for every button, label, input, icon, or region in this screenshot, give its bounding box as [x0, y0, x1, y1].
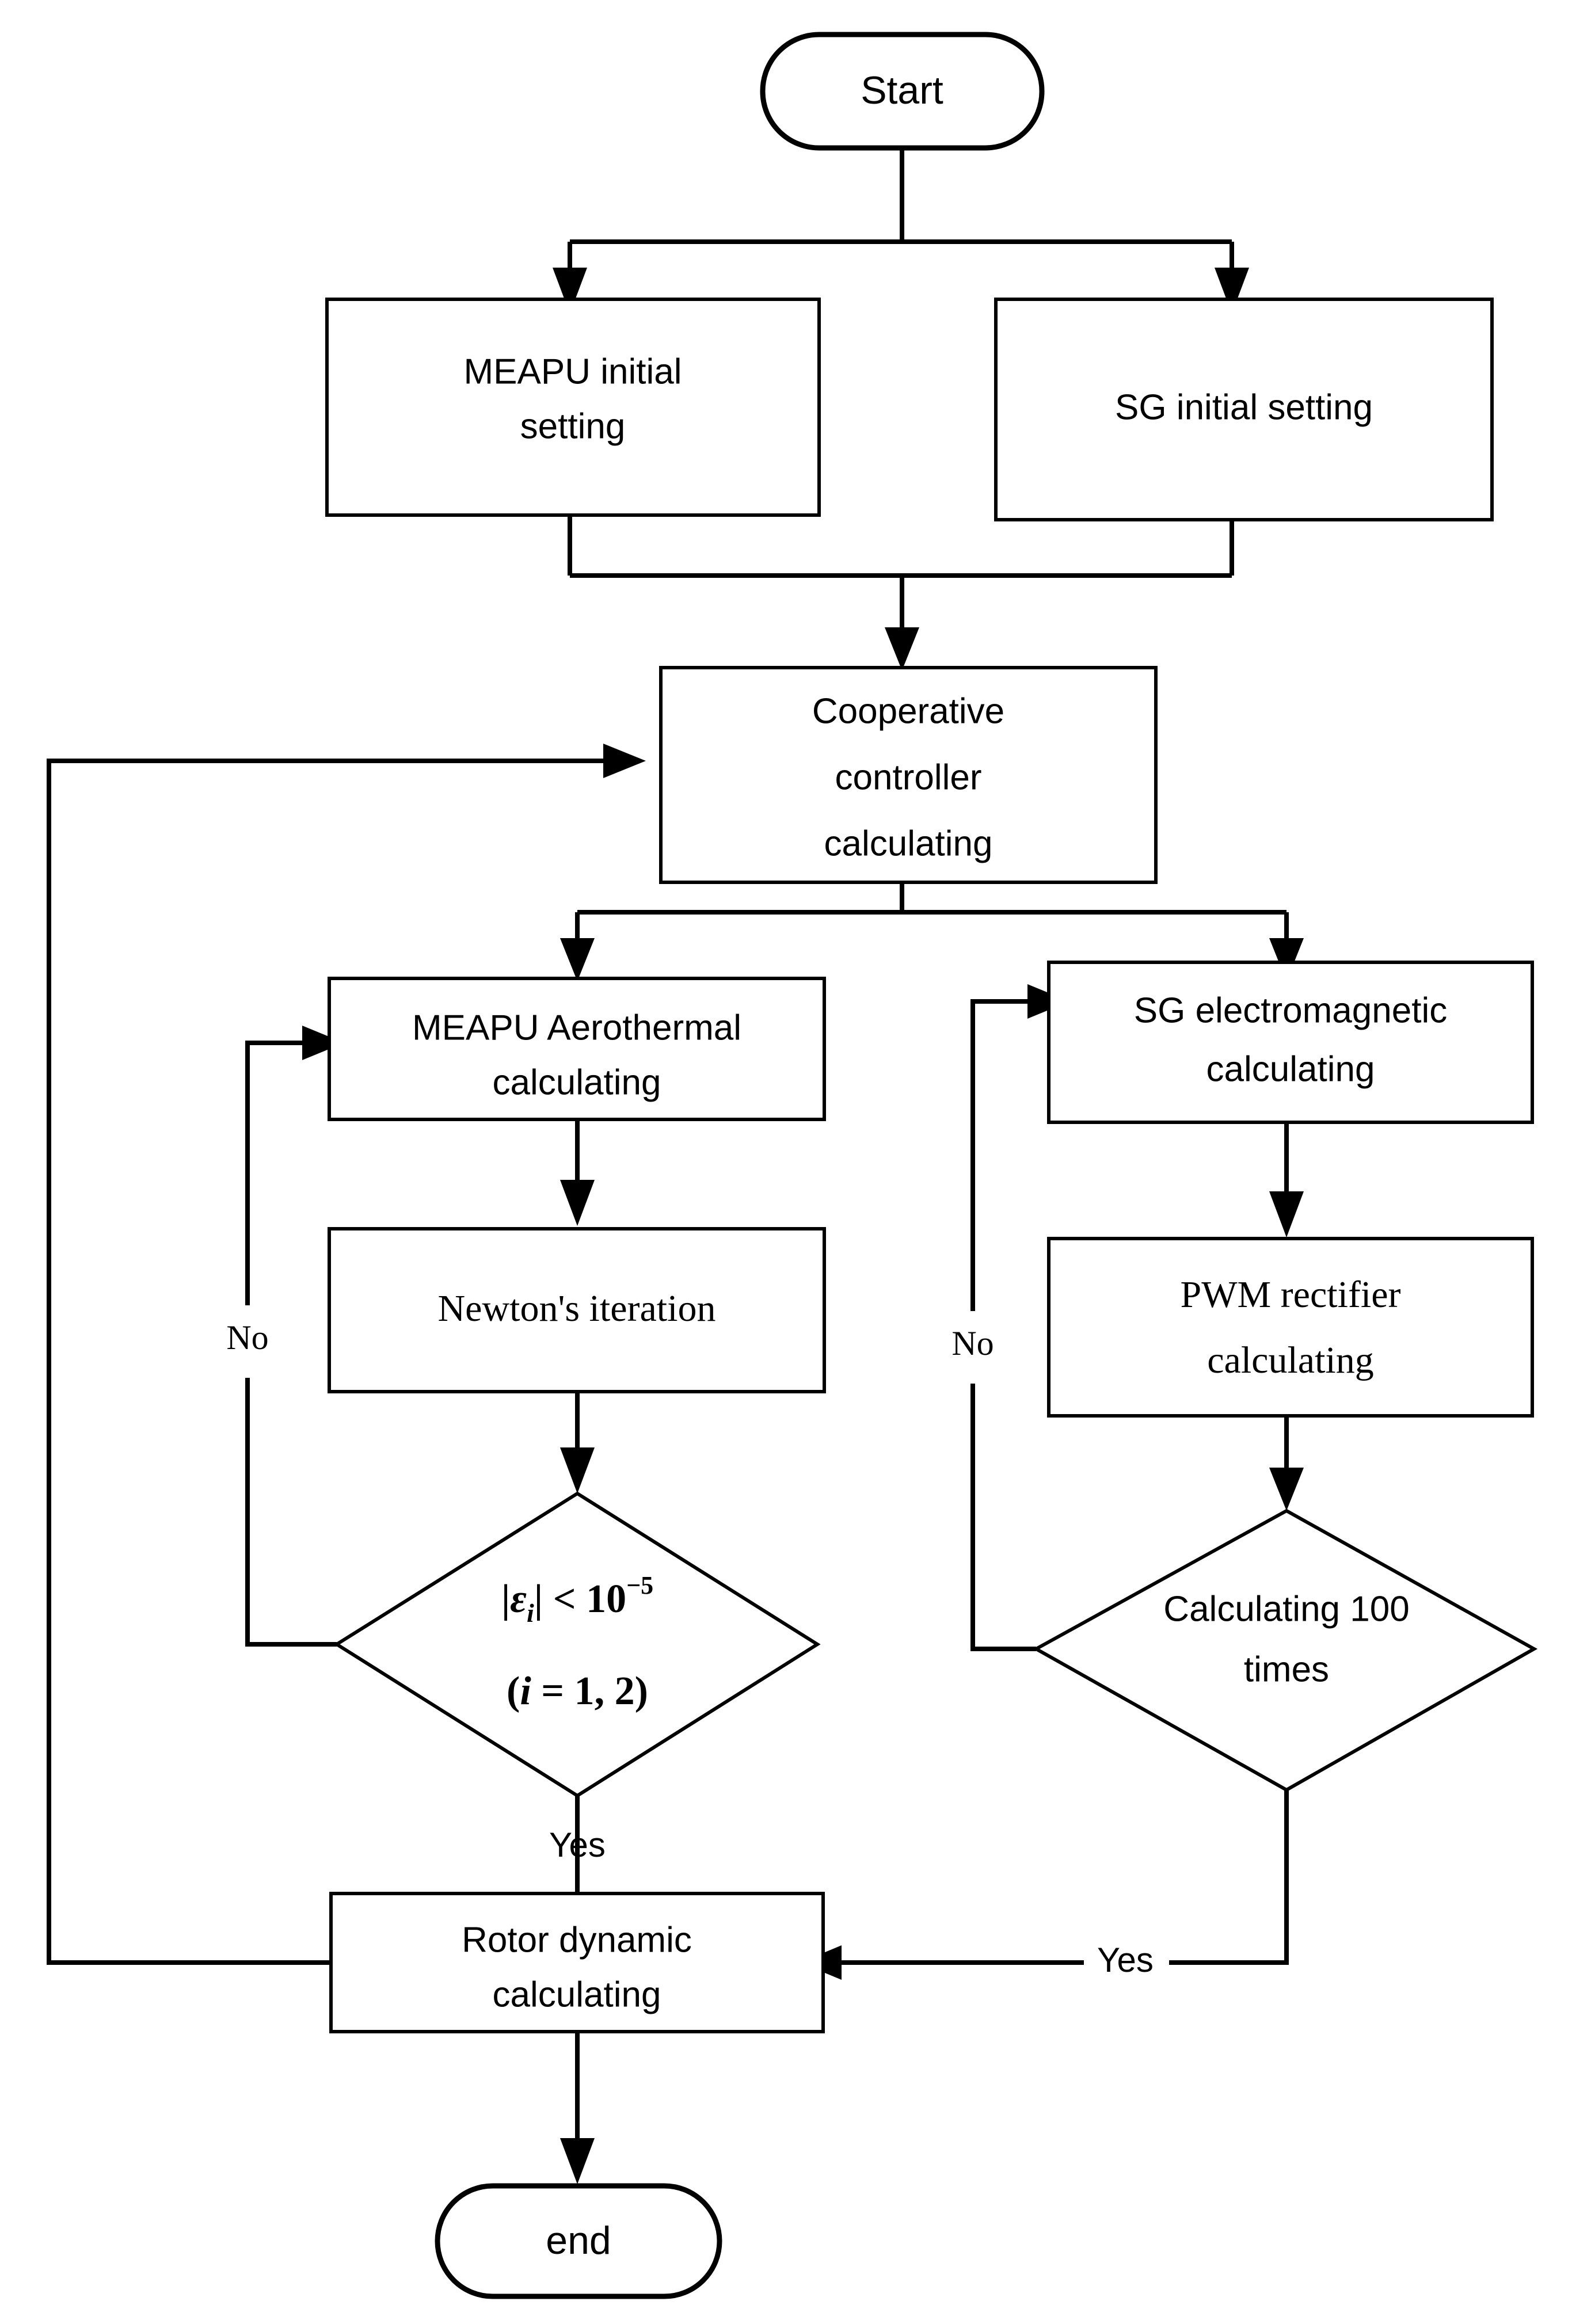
node-sg-initial-setting-label: SG initial setting: [1115, 387, 1373, 427]
node-cooperative-controller-line3: calculating: [824, 824, 993, 863]
paren-open: (: [507, 1669, 520, 1713]
node-start-label: Start: [861, 68, 943, 112]
node-meapu-aerothermal[interactable]: [328, 977, 826, 1121]
abs-bar-close: |: [534, 1577, 543, 1621]
arrowhead-to-newton: [560, 1180, 595, 1226]
index-values: = 1, 2: [531, 1669, 635, 1713]
node-layer: Start MEAPU initial setting SG initial s…: [325, 32, 1538, 2299]
edge-rotor-feedback-loop: [47, 759, 604, 1965]
edge-label-epsilon-no-top: No: [226, 1319, 268, 1357]
node-count-decision[interactable]: [1032, 1508, 1538, 1792]
arrowhead-to-count: [1269, 1468, 1304, 1511]
node-newtons-iteration-label: Newton's iteration: [438, 1287, 716, 1329]
edge-label-count-yes-top: Yes: [1097, 1941, 1154, 1979]
edge-label-count-no-top: No: [951, 1324, 994, 1362]
node-meapu-aerothermal-line2: calculating: [493, 1062, 661, 1102]
node-cooperative-controller-line1: Cooperative: [812, 691, 1004, 731]
arrowhead-to-sg-em: [1269, 938, 1304, 981]
arrowhead-feedback-to-coop: [603, 744, 646, 778]
node-end[interactable]: [435, 2183, 722, 2299]
arrowhead-to-sg-init: [1215, 268, 1249, 314]
mask-count-no: [946, 1311, 1001, 1384]
exponent: −5: [626, 1571, 653, 1599]
abs-bar-open: |: [501, 1577, 510, 1621]
mask-eps-no: [220, 1305, 276, 1378]
arrowhead-to-coop: [885, 627, 919, 670]
less-than-ten: < 10: [543, 1577, 626, 1621]
node-start[interactable]: [760, 32, 1045, 151]
edge-label-epsilon-yes: Yes: [549, 1826, 606, 1864]
node-pwm-rectifier[interactable]: [1047, 1237, 1534, 1418]
node-rotor-dynamic-line1: Rotor dynamic: [462, 1920, 692, 1960]
node-sg-electromagnetic[interactable]: [1047, 961, 1534, 1124]
node-meapu-aerothermal-line1: MEAPU Aerothermal: [412, 1008, 741, 1047]
paren-close: ): [635, 1669, 648, 1713]
index-var: i: [520, 1669, 531, 1713]
node-meapu-initial-setting[interactable]: [325, 298, 821, 517]
edge-label-mask-layer: [220, 1305, 1169, 1992]
node-epsilon-decision[interactable]: [333, 1491, 821, 1798]
edge-label-top-layer: No No Yes: [226, 1319, 1154, 1979]
arrowhead-to-meapu-aero: [560, 938, 595, 981]
node-epsilon-formula-line1: |εi| < 10−5: [501, 1571, 653, 1627]
node-rotor-dynamic-line2: calculating: [493, 1975, 661, 2014]
node-sg-initial-setting[interactable]: [994, 298, 1494, 521]
arrowhead-to-meapu-init: [553, 268, 587, 314]
node-rotor-dynamic[interactable]: [329, 1892, 825, 2033]
edge-count-yes-to-rotor: [840, 1790, 1289, 1965]
arrowhead-to-end: [560, 2138, 595, 2184]
node-sg-electromagnetic-line1: SG electromagnetic: [1134, 990, 1447, 1030]
arrowhead-eps-no-to-aero: [302, 1026, 344, 1060]
node-sg-electromagnetic-line2: calculating: [1206, 1049, 1375, 1089]
arrowhead-to-eps: [560, 1447, 595, 1494]
epsilon-symbol: ε: [510, 1577, 527, 1621]
node-count-decision-line1: Calculating 100: [1163, 1589, 1409, 1629]
node-epsilon-formula-line2: (i = 1, 2): [507, 1669, 648, 1713]
node-end-label: end: [546, 2219, 611, 2262]
node-cooperative-controller[interactable]: [659, 666, 1158, 884]
node-pwm-rectifier-line1: PWM rectifier: [1180, 1274, 1400, 1316]
node-pwm-rectifier-line2: calculating: [1207, 1339, 1374, 1381]
node-count-decision-line2: times: [1244, 1649, 1329, 1689]
epsilon-subscript: i: [527, 1598, 534, 1628]
node-meapu-initial-setting-line2: setting: [520, 406, 626, 446]
arrowhead-to-pwm: [1269, 1191, 1304, 1237]
node-cooperative-controller-line2: controller: [835, 757, 982, 797]
mask-count-yes: [1084, 1933, 1169, 1992]
node-newtons-iteration[interactable]: [328, 1227, 826, 1393]
node-meapu-initial-setting-line1: MEAPU initial: [464, 352, 682, 391]
